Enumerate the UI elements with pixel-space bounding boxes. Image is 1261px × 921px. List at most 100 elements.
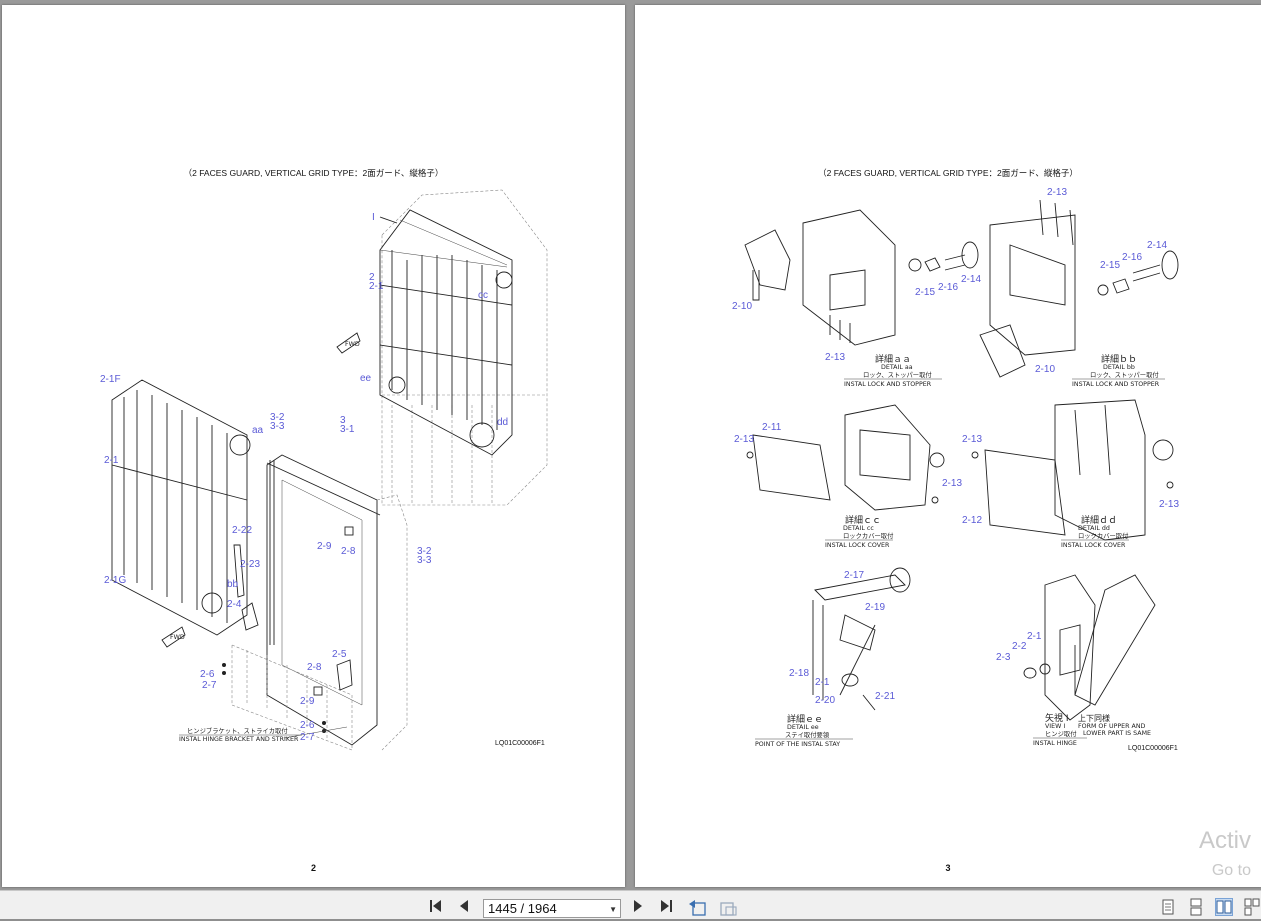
detail-ee-drawing — [812, 567, 911, 711]
navigation-toolbar — [0, 890, 1261, 919]
callout-label: 2-10 — [1035, 364, 1055, 375]
callout-label: 3 — [340, 415, 346, 426]
callout-label: 3-2 — [417, 546, 432, 557]
guard-panel-left — [111, 379, 251, 636]
go-forward-icon[interactable] — [718, 898, 737, 916]
caption-text: ロックカバー取付 — [843, 531, 893, 540]
page-number: 3 — [945, 863, 951, 873]
continuous-view-icon[interactable] — [1187, 898, 1205, 916]
caption-text: DETAIL aa — [881, 364, 913, 371]
callout-label: 2-3 — [996, 652, 1011, 663]
callout-label: 2-6 — [300, 720, 315, 731]
caption-text: ヒンジ取付 — [1045, 729, 1076, 738]
detail-caption-cc: 詳細ｃｃ DETAIL cc ロックカバー取付 INSTAL LOCK COVE… — [825, 514, 893, 549]
callout-label: 2-8 — [307, 662, 322, 673]
callout-label: 2-23 — [240, 559, 260, 570]
single-page-view-icon[interactable] — [1159, 898, 1177, 916]
callout-label: 2-13 — [1159, 499, 1179, 510]
callout-label: 2-20 — [815, 695, 835, 706]
detail-aa-drawing — [744, 209, 979, 346]
callout-label: 2-12 — [962, 515, 982, 526]
caption-text: ロック、ストッパー取付 — [1090, 370, 1159, 379]
caption-text: DETAIL bb — [1103, 364, 1135, 371]
caption-text: INSTAL LOCK AND STOPPER — [1072, 381, 1160, 388]
detail-views-drawing: 2-10 2-13 2-15 2-16 2-14 2-13 2-15 2-16 … — [732, 187, 1179, 748]
callout-label: 3-2 — [270, 412, 285, 423]
caption-text: 詳細ｃｃ — [845, 514, 881, 526]
page-number: 2 — [310, 863, 316, 873]
callout-label: 2-9 — [317, 541, 332, 552]
callout-label: 2-10 — [732, 301, 752, 312]
fwd-arrow-upper: FWD — [336, 332, 361, 354]
callout-label: 2-4 — [227, 599, 242, 610]
detail-dd-drawing — [971, 399, 1174, 541]
svg-text:FWD: FWD — [170, 634, 185, 641]
callout-label: bb — [227, 579, 239, 590]
detail-cc-drawing — [746, 404, 945, 511]
activation-watermark-line2: Go to — [1211, 862, 1251, 879]
drawing-code: LQ01C00006F1 — [495, 740, 545, 747]
callout-label: 3-1 — [340, 424, 355, 435]
page-2: （2 FACES GUARD, VERTICAL GRID TYPE：2面ガード… — [2, 5, 625, 887]
callout-label: 2-14 — [1147, 240, 1167, 251]
cab-upper-assembly — [379, 189, 548, 506]
callout-label: 2 — [369, 272, 375, 283]
caption-text: INSTAL HINGE — [1033, 740, 1077, 747]
detail-bb-drawing — [979, 199, 1179, 378]
callout-label: 2-13 — [942, 478, 962, 489]
caption-text: DETAIL dd — [1078, 525, 1110, 532]
callout-label: I — [372, 212, 375, 223]
callout-label: 2-21 — [875, 691, 895, 702]
caption-text: ロックカバー取付 — [1078, 531, 1128, 540]
svg-text:FWD: FWD — [345, 341, 360, 348]
detail-caption-aa: 詳細ａａ DETAIL aa ロック、ストッパー取付 INSTAL LOCK A… — [844, 353, 942, 388]
drawing-code: LQ01C00006F1 — [1128, 745, 1178, 752]
callout-label: aa — [252, 425, 264, 436]
caption-text: INSTAL LOCK AND STOPPER — [844, 381, 932, 388]
caption-text: 詳細ｅｅ — [787, 713, 823, 725]
next-page-icon[interactable] — [629, 897, 647, 915]
previous-page-icon[interactable] — [455, 897, 473, 915]
caption-text: ステイ取付要領 — [785, 730, 830, 739]
two-page-continuous-icon[interactable] — [1243, 898, 1261, 916]
callout-label: 3-3 — [417, 555, 432, 566]
view-caption-i: 矢視 I 上下同様 VIEW I FORM OF UPPER AND LOWER… — [1033, 712, 1151, 747]
callout-label: 2-22 — [232, 525, 252, 536]
document-viewport[interactable]: （2 FACES GUARD, VERTICAL GRID TYPE：2面ガード… — [0, 0, 1261, 890]
callout-label: 2-7 — [202, 680, 217, 691]
callout-label: 2-6 — [200, 669, 215, 680]
caption-text: POINT OF THE INSTAL STAY — [755, 741, 840, 748]
two-page-view-icon[interactable] — [1215, 898, 1233, 916]
last-page-icon[interactable] — [657, 897, 675, 915]
callout-label: 2-13 — [734, 434, 754, 445]
callout-label: 2-13 — [962, 434, 982, 445]
page-title: （2 FACES GUARD, VERTICAL GRID TYPE：2面ガード… — [818, 168, 1078, 178]
callout-label: 2-1G — [104, 575, 126, 586]
caption-text: LOWER PART IS SAME — [1083, 730, 1151, 737]
callout-label: 2-1 — [369, 281, 384, 292]
exploded-view-drawing: FWD FWD — [100, 189, 548, 751]
caption-jp: ヒンジブラケット、ストライカ取付 — [187, 726, 288, 735]
page-title: （2 FACES GUARD, VERTICAL GRID TYPE：2面ガード… — [183, 168, 444, 178]
callout-label: ee — [360, 373, 372, 384]
detail-caption-bb: 詳細ｂｂ DETAIL bb ロック、ストッパー取付 INSTAL LOCK A… — [1072, 353, 1165, 388]
page-3: （2 FACES GUARD, VERTICAL GRID TYPE：2面ガード… — [635, 5, 1261, 887]
callout-label: 2-1 — [104, 455, 119, 466]
page-indicator: 1445 / 1964 — [488, 901, 557, 916]
chevron-down-icon[interactable]: ▼ — [609, 905, 617, 914]
cab-lower-assembly — [222, 454, 408, 751]
fwd-arrow-lower: FWD — [161, 626, 186, 648]
go-back-icon[interactable] — [688, 898, 706, 916]
caption-text: 詳細ｄｄ — [1081, 514, 1117, 526]
callout-label: 2-17 — [844, 570, 864, 581]
caption-text: 上下同様 — [1078, 713, 1110, 723]
callout-label: 2-16 — [1122, 252, 1142, 263]
first-page-icon[interactable] — [427, 897, 445, 915]
page-number-select[interactable]: 1445 / 1964 ▼ — [483, 899, 621, 918]
caption-text: VIEW I — [1045, 723, 1065, 730]
callout-label: 2-13 — [825, 352, 845, 363]
callout-label: 2-18 — [789, 668, 809, 679]
callout-label: 3-3 — [270, 421, 285, 432]
callout-label: 2-16 — [938, 282, 958, 293]
caption-text: 詳細ａａ — [875, 353, 911, 365]
